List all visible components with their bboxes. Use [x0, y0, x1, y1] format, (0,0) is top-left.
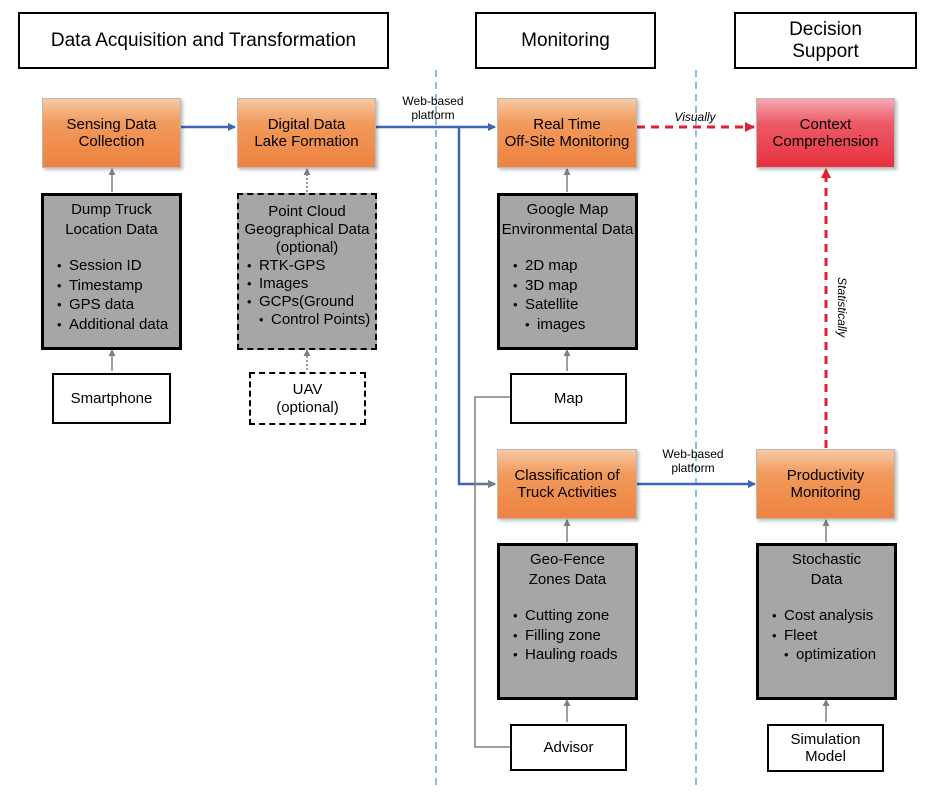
header-decision-line2: Support [792, 40, 859, 62]
web-based-bottom-line1: Web-based [662, 447, 724, 461]
google-map-title-2: Environmental Data [501, 220, 634, 238]
google-map-items: 2D map 3D map Satellite images [500, 256, 635, 334]
list-item: Images [247, 275, 375, 293]
map-box: Map [510, 373, 627, 424]
digital-data-lake-box: Digital Data Lake Formation [237, 98, 376, 168]
geo-fence-title-2: Zones Data [528, 570, 607, 588]
header-monitoring: Monitoring [475, 12, 656, 69]
statistically-label: Statistically [835, 267, 849, 347]
realtime-line1: Real Time [533, 115, 601, 133]
list-item: Timestamp [57, 276, 179, 296]
list-item: 2D map [513, 256, 635, 276]
web-based-bottom-line2: platform [671, 461, 715, 476]
list-item: Cutting zone [513, 606, 635, 626]
point-cloud-items: RTK-GPS Images GCPs(Ground Control Point… [239, 257, 375, 329]
list-item: Session ID [57, 256, 179, 276]
map-label: Map [553, 389, 584, 407]
stochastic-data-box: Stochastic Data Cost analysis Fleet opti… [756, 543, 897, 700]
context-comprehension-box: Context Comprehension [756, 98, 895, 168]
dump-truck-location-data-box: Dump Truck Location Data Session ID Time… [41, 193, 182, 350]
context-line2: Comprehension [772, 133, 879, 150]
header-monitoring-label: Monitoring [521, 29, 610, 51]
simulation-model-box: Simulation Model [767, 724, 884, 772]
visually-text: Visually [674, 110, 716, 124]
list-item: Control Points) [247, 311, 375, 329]
header-decision-line1: Decision [789, 18, 862, 40]
productivity-monitoring-box: Productivity Monitoring [756, 449, 895, 519]
list-item: 3D map [513, 276, 635, 296]
classification-line2: Truck Activities [517, 484, 617, 501]
list-item: Hauling roads [513, 645, 635, 665]
arrow-map-to-classification [474, 396, 510, 488]
list-item: Satellite [513, 295, 635, 315]
visually-label: Visually [660, 110, 730, 124]
list-item: GPS data [57, 295, 179, 315]
dump-truck-title-1: Dump Truck [71, 201, 152, 218]
google-map-title-1: Google Map [526, 201, 609, 218]
dump-truck-items: Session ID Timestamp GPS data Additional… [44, 256, 179, 334]
smartphone-box: Smartphone [52, 373, 171, 424]
uav-box: UAV (optional) [249, 372, 366, 425]
header-acquisition-label: Data Acquisition and Transformation [50, 29, 357, 51]
stochastic-title-2: Data [810, 570, 843, 588]
list-item: Fleet [772, 626, 894, 646]
uav-label-1: UAV [292, 381, 323, 399]
point-cloud-title-2: Geographical Data [244, 221, 370, 238]
header-data-acquisition: Data Acquisition and Transformation [18, 12, 389, 69]
classification-truck-activities-box: Classification of Truck Activities [497, 449, 637, 519]
list-item: GCPs(Ground [247, 293, 375, 311]
real-time-monitoring-box: Real Time Off-Site Monitoring [497, 98, 637, 168]
list-item: images [513, 315, 635, 335]
list-item: Filling zone [513, 626, 635, 646]
advisor-label: Advisor [543, 738, 594, 756]
web-based-platform-label-bottom: Web-based platform [648, 447, 738, 476]
smartphone-label: Smartphone [70, 389, 153, 407]
google-map-environmental-data-box: Google Map Environmental Data 2D map 3D … [497, 193, 638, 350]
list-item: optimization [772, 645, 894, 665]
realtime-line2: Off-Site Monitoring [504, 133, 630, 150]
simulation-label-2: Model [805, 748, 846, 765]
web-based-platform-label-top: Web-based platform [388, 94, 478, 123]
geo-fence-zones-data-box: Geo-Fence Zones Data Cutting zone Fillin… [497, 543, 638, 700]
context-line1: Context [799, 115, 852, 133]
sensing-data-collection-box: Sensing Data Collection [42, 98, 181, 168]
stochastic-title-1: Stochastic [791, 551, 862, 568]
dump-truck-title-2: Location Data [65, 220, 158, 238]
stochastic-items: Cost analysis Fleet optimization [759, 606, 894, 665]
arrow-lake-to-classification [457, 127, 496, 488]
point-cloud-title-1: Point Cloud [268, 203, 346, 220]
web-based-top-line1: Web-based [402, 94, 464, 108]
point-cloud-geographical-data-box: Point Cloud Geographical Data (optional)… [237, 193, 377, 350]
sensing-line2: Collection [78, 133, 145, 150]
classification-line1: Classification of [514, 466, 620, 484]
sensing-line1: Sensing Data [66, 115, 157, 133]
statistically-text: Statistically [835, 277, 850, 338]
point-cloud-title-3: (optional) [275, 239, 339, 256]
geo-fence-title-1: Geo-Fence [529, 551, 606, 568]
advisor-box: Advisor [510, 724, 627, 771]
web-based-top-line2: platform [411, 108, 455, 123]
lake-line2: Lake Formation [254, 133, 359, 150]
list-item: Additional data [57, 315, 179, 335]
productivity-line1: Productivity [786, 466, 865, 484]
uav-label-2: (optional) [276, 398, 339, 416]
list-item: Cost analysis [772, 606, 894, 626]
header-decision-support: Decision Support [734, 12, 917, 69]
geo-fence-items: Cutting zone Filling zone Hauling roads [500, 606, 635, 665]
simulation-label-1: Simulation [790, 730, 861, 748]
lake-line1: Digital Data [267, 115, 346, 133]
productivity-line2: Monitoring [790, 484, 861, 501]
arrow-advisor-to-classification [474, 484, 510, 748]
list-item: RTK-GPS [247, 257, 375, 275]
